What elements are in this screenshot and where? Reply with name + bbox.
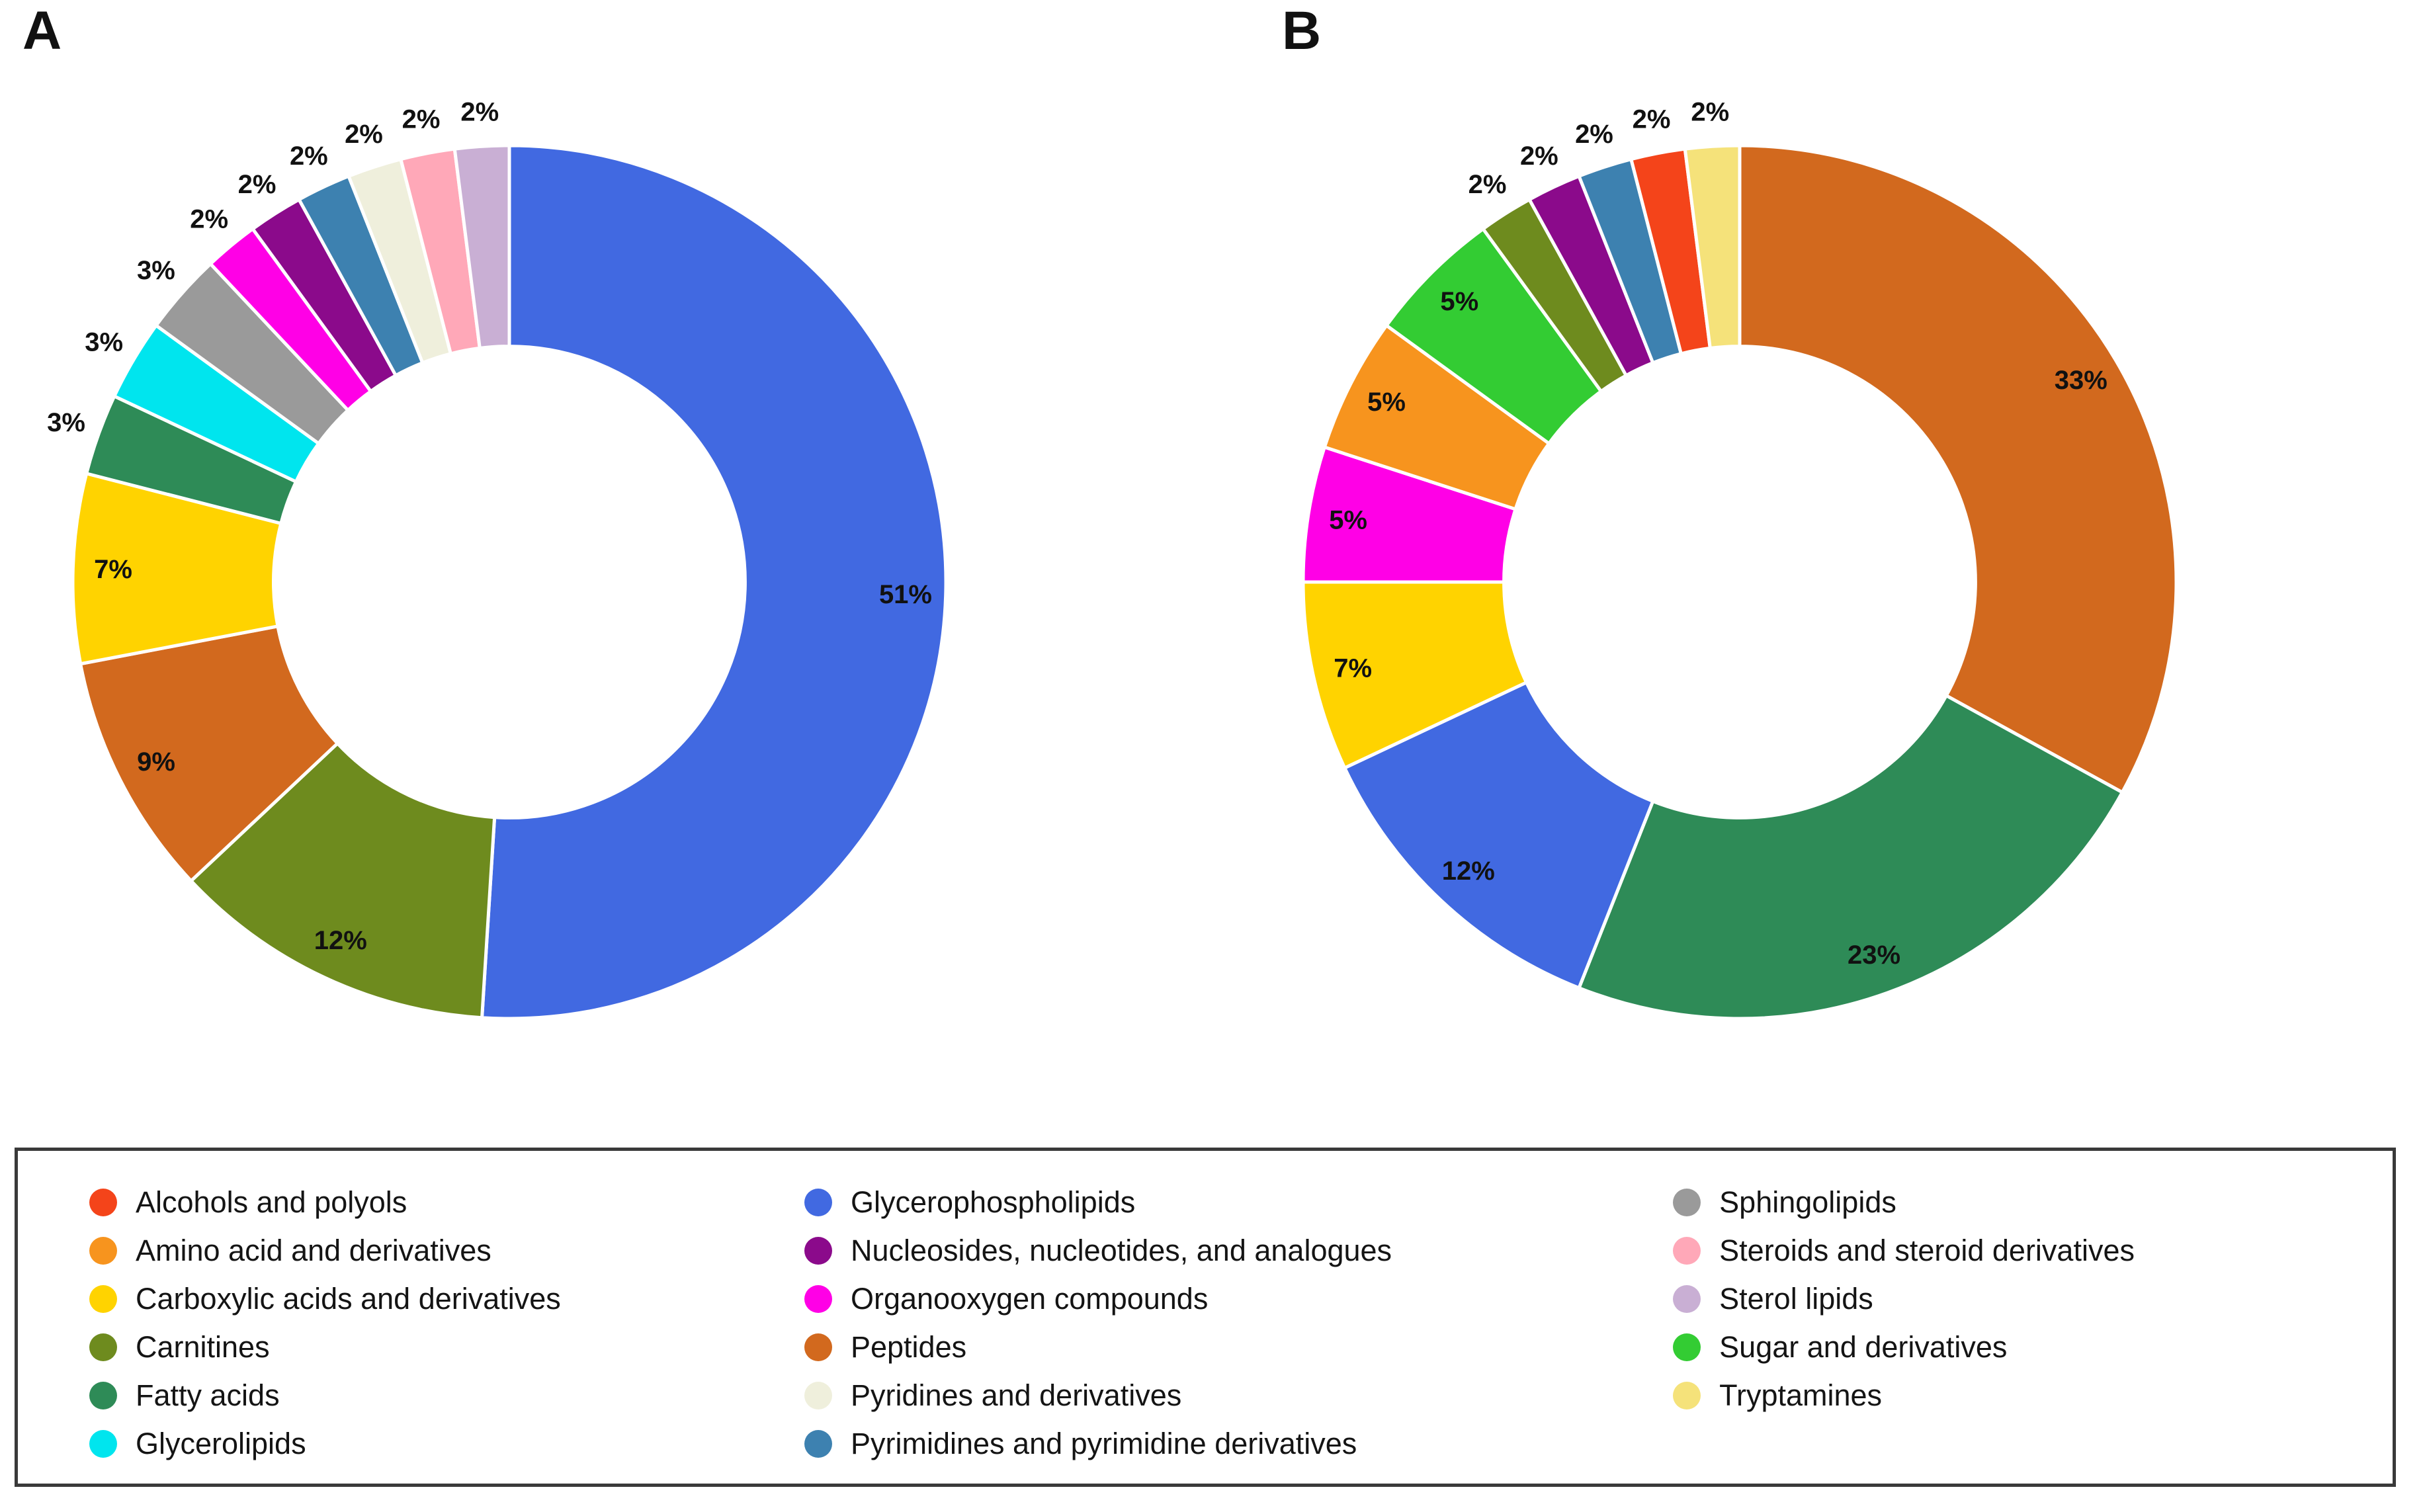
legend-swatch-icon xyxy=(89,1284,117,1313)
legend-swatch-icon xyxy=(89,1333,117,1361)
legend-item-label: Organooxygen compounds xyxy=(850,1282,1209,1316)
donut-slice-value-label: 3% xyxy=(47,408,85,437)
legend-item[interactable]: Pyridines and derivatives xyxy=(804,1374,1560,1416)
legend-item-label: Amino acid and derivatives xyxy=(136,1234,491,1267)
donut-slice-value-label: 23% xyxy=(1848,941,1900,970)
legend-swatch-icon xyxy=(804,1381,832,1409)
donut-slice[interactable] xyxy=(189,741,497,1020)
legend-item[interactable]: Peptides xyxy=(804,1326,1560,1368)
donut-b-slices xyxy=(1301,144,2178,1021)
legend-item-label: Nucleosides, nucleotides, and analogues xyxy=(850,1234,1392,1267)
legend-item-label: Sterol lipids xyxy=(1719,1282,1873,1316)
donut-slice-value-label: 2% xyxy=(345,120,383,149)
legend-swatch-icon xyxy=(1673,1381,1701,1409)
legend-swatch-icon xyxy=(1673,1188,1701,1216)
legend-item[interactable]: Sugar and derivatives xyxy=(1673,1326,2393,1368)
donut-slice-value-label: 7% xyxy=(94,555,132,584)
donut-slice-value-label: 12% xyxy=(1442,857,1495,886)
donut-slice[interactable] xyxy=(452,144,511,350)
legend-swatch-icon xyxy=(89,1429,117,1458)
legend-swatch-icon xyxy=(804,1429,832,1458)
donut-a-svg: 51% 12% 9% 7% 3% 3% 3% 2% 2% 2% 2% 2% 2% xyxy=(47,97,948,1021)
donut-chart-a: 51% 12% 9% 7% 3% 3% 3% 2% 2% 2% 2% 2% 2% xyxy=(40,93,979,1071)
donut-slice[interactable] xyxy=(1343,681,1655,990)
legend-swatch-icon xyxy=(804,1333,832,1361)
donut-slice-value-label: 5% xyxy=(1367,388,1406,417)
donut-slice-value-label: 3% xyxy=(137,256,175,285)
legend-item[interactable]: Sphingolipids xyxy=(1673,1181,2393,1223)
donut-slice-value-label: 2% xyxy=(402,105,441,134)
legend-item-label: Pyrimidines and pyrimidine derivatives xyxy=(850,1427,1357,1460)
legend-item-label: Alcohols and polyols xyxy=(136,1185,407,1219)
legend-item-label: Sugar and derivatives xyxy=(1719,1330,2008,1364)
donut-slice[interactable] xyxy=(480,144,948,1021)
legend-swatch-icon xyxy=(804,1284,832,1313)
donut-a-labels: 51% 12% 9% 7% 3% 3% 3% 2% 2% 2% 2% 2% 2% xyxy=(47,97,932,955)
donut-b-svg: 33% 23% 12% 7% 5% 5% 5% 2% 2% 2% 2% 2% xyxy=(1301,97,2178,1021)
legend-swatch-icon xyxy=(804,1236,832,1265)
legend-item[interactable]: Glycerophospholipids xyxy=(804,1181,1560,1223)
legend-item[interactable]: Pyrimidines and pyrimidine derivatives xyxy=(804,1423,1560,1464)
legend-swatch-icon xyxy=(1673,1284,1701,1313)
donut-a-slices xyxy=(71,144,948,1021)
legend-item-label: Glycerophospholipids xyxy=(850,1185,1136,1219)
donut-slice-value-label: 33% xyxy=(2055,366,2107,395)
legend-item[interactable]: Carboxylic acids and derivatives xyxy=(89,1278,785,1320)
donut-b-labels: 33% 23% 12% 7% 5% 5% 5% 2% 2% 2% 2% 2% xyxy=(1329,97,2107,969)
legend-item-label: Fatty acids xyxy=(136,1378,280,1412)
donut-slice-value-label: 2% xyxy=(1468,170,1507,199)
legend-item[interactable]: Nucleosides, nucleotides, and analogues xyxy=(804,1230,1560,1271)
donut-slice-value-label: 9% xyxy=(137,747,175,777)
legend-item[interactable]: Sterol lipids xyxy=(1673,1278,2393,1320)
legend-item[interactable]: Tryptamines xyxy=(1673,1374,2393,1416)
donut-slice-value-label: 5% xyxy=(1440,287,1478,316)
donut-slice-value-label: 51% xyxy=(879,580,932,609)
legend-item-label: Sphingolipids xyxy=(1719,1185,1896,1219)
legend-item[interactable]: Fatty acids xyxy=(89,1374,785,1416)
donut-slice-value-label: 3% xyxy=(85,328,123,357)
legend-item[interactable]: Organooxygen compounds xyxy=(804,1278,1560,1320)
legend-swatch-icon xyxy=(89,1236,117,1265)
legend-swatch-icon xyxy=(804,1188,832,1216)
donut-slice-value-label: 2% xyxy=(290,142,328,171)
legend-item[interactable]: Steroids and steroid derivatives xyxy=(1673,1230,2393,1271)
legend-swatch-icon xyxy=(89,1381,117,1409)
donut-slice-value-label: 12% xyxy=(314,926,367,955)
legend-item-label: Carnitines xyxy=(136,1330,270,1364)
donut-slice-value-label: 2% xyxy=(1575,120,1613,149)
donut-slice-value-label: 5% xyxy=(1329,505,1367,534)
legend-item-label: Tryptamines xyxy=(1719,1378,1883,1412)
legend-swatch-icon xyxy=(1673,1236,1701,1265)
donut-chart-b: 33% 23% 12% 7% 5% 5% 5% 2% 2% 2% 2% 2% xyxy=(1270,93,2209,1071)
legend-item-label: Pyridines and derivatives xyxy=(850,1378,1182,1412)
donut-slice-value-label: 7% xyxy=(1334,654,1372,683)
donut-slice[interactable] xyxy=(1577,694,2124,1021)
donut-slice-value-label: 2% xyxy=(1520,142,1558,171)
donut-slice-value-label: 2% xyxy=(190,204,228,233)
legend-item-label: Steroids and steroid derivatives xyxy=(1719,1234,2135,1267)
legend-item[interactable]: Glycerolipids xyxy=(89,1423,785,1464)
donut-slice[interactable] xyxy=(79,624,339,883)
legend-swatch-icon xyxy=(1673,1333,1701,1361)
panel-label-b: B xyxy=(1282,1,1321,61)
legend-swatch-icon xyxy=(89,1188,117,1216)
legend-item-label: Carboxylic acids and derivatives xyxy=(136,1282,561,1316)
donut-slice-value-label: 2% xyxy=(1691,97,1729,126)
legend-item[interactable]: Carnitines xyxy=(89,1326,785,1368)
legend-item-label: Glycerolipids xyxy=(136,1427,306,1460)
legend-item[interactable]: Amino acid and derivatives xyxy=(89,1230,785,1271)
panel-label-a: A xyxy=(22,1,62,61)
donut-slice[interactable] xyxy=(1738,144,2178,794)
donut-slice-value-label: 2% xyxy=(460,97,499,126)
donut-slice-value-label: 2% xyxy=(238,170,277,199)
legend-item-label: Peptides xyxy=(850,1330,967,1364)
donut-slice-value-label: 2% xyxy=(1633,105,1671,134)
legend-item[interactable]: Alcohols and polyols xyxy=(89,1181,785,1223)
donut-slice[interactable] xyxy=(1683,144,1742,350)
